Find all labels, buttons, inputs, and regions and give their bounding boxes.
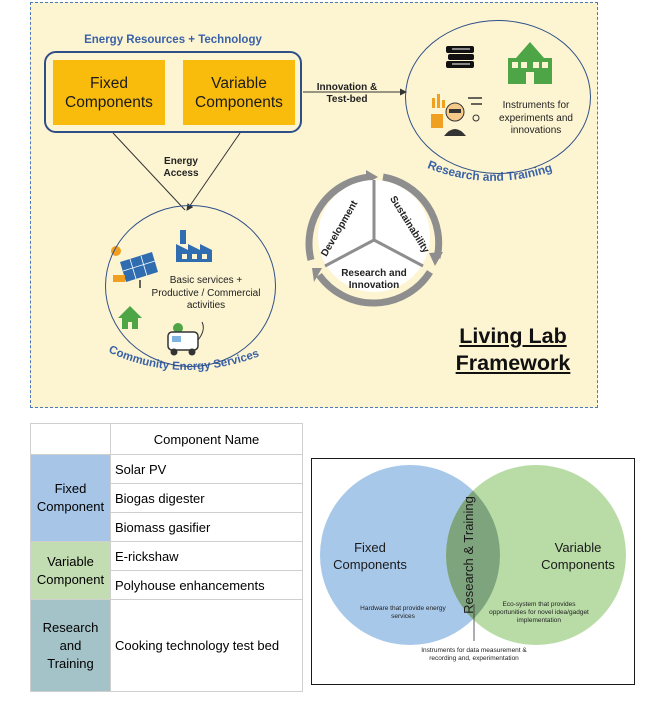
venn-left-circle [320, 465, 500, 645]
energy-access-label: Energy Access [163, 156, 199, 179]
variable-components-box: Variable Components [183, 60, 295, 125]
table-cell-item: Cooking technology test bed [110, 599, 303, 692]
instruments-text: Instruments for experiments and innovati… [499, 100, 573, 136]
innovation-testbed-label: Innovation & Test-bed [316, 82, 378, 105]
venn-left-note: Hardware that provide energy services [360, 605, 446, 620]
component-table: Component Name Fixed Component Solar PV … [30, 423, 639, 692]
table-cell-item: Polyhouse enhancements [110, 570, 303, 600]
energy-access-line-right [186, 132, 241, 211]
venn-right-circle [446, 465, 626, 645]
energy-access-line-left [112, 132, 186, 211]
category-research: Research and Training [30, 599, 111, 692]
basic-services-text: Basic services + Productive / Commercial… [151, 275, 261, 311]
component-name-header: Component Name [110, 423, 303, 455]
table-row: Biomass gasifier [31, 512, 639, 542]
venn-right-note: Eco-system that provides opportunities f… [489, 601, 589, 624]
table-cell-item: Solar PV [110, 454, 303, 484]
cycle-diagram [305, 170, 443, 307]
community-energy-circle [105, 205, 276, 367]
venn-right-label: Variable Components [541, 540, 615, 572]
table-cell-item: E-rickshaw [110, 541, 303, 571]
living-lab-title-line1: Living Lab [459, 324, 567, 348]
fixed-components-box: Fixed Components [53, 60, 165, 125]
table-cell-item: Biogas digester [110, 483, 303, 513]
category-fixed: Fixed Component [30, 454, 111, 542]
living-lab-title-line2: Framework [455, 351, 571, 375]
table-header-row: Component Name [30, 423, 639, 455]
table-row: Variable Component E-rickshaw [30, 541, 639, 600]
table-row: Biogas digester [31, 483, 639, 513]
table-row: Fixed Component Solar PV [30, 454, 639, 542]
venn-center-label: Research & Training [461, 496, 476, 614]
venn-left-label: Fixed Components [333, 540, 407, 572]
table-cell-item: Biomass gasifier [110, 512, 303, 542]
research-training-circle [405, 20, 591, 174]
venn-diagram-frame: Research & Training Fixed Components Var… [311, 458, 635, 685]
venn-center-note: Instruments for data measurement & recor… [421, 647, 527, 662]
category-variable: Variable Component [30, 541, 111, 600]
table-row: Research and Training Cooking technology… [30, 599, 639, 692]
living-lab-title: Living Lab Framework [437, 323, 589, 377]
cycle-research-innovation-label: Research and Innovation [341, 268, 407, 291]
table-header-blank [30, 423, 111, 455]
energy-resources-title: Energy Resources + Technology [84, 34, 262, 46]
venn-diagram: Research & Training [320, 465, 626, 645]
